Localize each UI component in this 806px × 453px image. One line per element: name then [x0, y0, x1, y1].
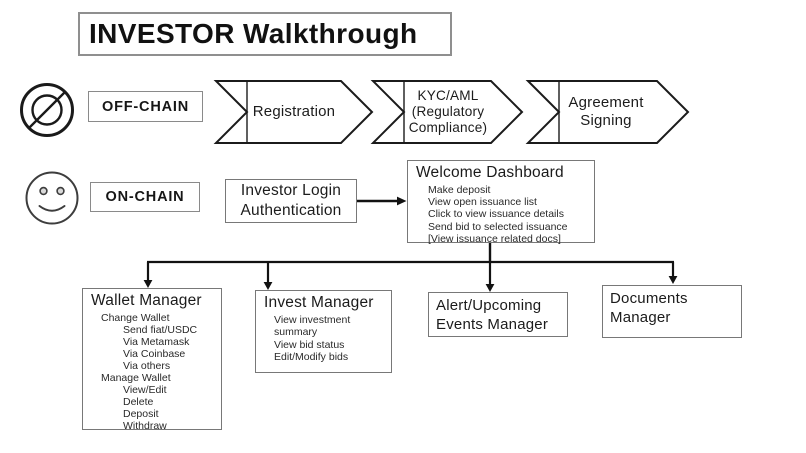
page-title: INVESTOR Walkthrough [89, 18, 418, 49]
list-item: Edit/Modify bids [274, 351, 349, 364]
list-item: Via Coinbase [123, 348, 186, 360]
chevron-label-kyc-aml: KYC/AML (Regulatory Compliance) [408, 87, 488, 136]
invest-manager-items: View investment summary View bid status … [274, 314, 385, 364]
wallet-manager-items: Change Wallet Send fiat/USDC Via Metamas… [89, 312, 215, 432]
chevron-label-agreement-signing: Agreement Signing [568, 94, 644, 129]
list-item: View bid status [274, 338, 345, 351]
wallet-manager-box: Wallet Manager Change Wallet Send fiat/U… [82, 288, 222, 432]
prohibition-icon [20, 83, 74, 137]
wallet-manager-title: Wallet Manager [91, 292, 202, 309]
welcome-dashboard-items: Make deposit View open issuance list Cli… [428, 184, 588, 245]
dashboard-branch-connector [143, 243, 678, 292]
list-item: Send bid to selected issuance [428, 220, 568, 233]
list-item: [View issuance related docs] [428, 232, 561, 245]
chevron-label-registration: Registration [252, 103, 336, 121]
list-item: Change Wallet [101, 312, 170, 324]
list-item: Deposit [123, 408, 159, 420]
investor-login-box: Investor Login Authentication [225, 179, 357, 223]
list-item: Delete [123, 396, 154, 408]
invest-manager-box: Invest Manager View investment summary V… [255, 290, 392, 373]
welcome-dashboard-box: Welcome Dashboard Make deposit View open… [407, 160, 595, 245]
list-item: View investment summary [274, 314, 351, 339]
alert-events-manager-box: Alert/Upcoming Events Manager [428, 292, 568, 337]
list-item: View open issuance list [428, 196, 537, 209]
smiley-face-icon [25, 171, 79, 225]
list-item: View/Edit [123, 384, 167, 396]
list-item: Manage Wallet [101, 372, 171, 384]
list-item: Make deposit [428, 184, 491, 196]
invest-manager-title: Invest Manager [264, 294, 374, 311]
list-item: Click to view issuance details [428, 208, 564, 221]
title-box: INVESTOR Walkthrough [78, 12, 452, 56]
list-item: Send fiat/USDC [123, 324, 198, 336]
welcome-dashboard-title: Welcome Dashboard [416, 164, 564, 181]
list-item: Via others [123, 360, 171, 372]
list-item: Withdraw [123, 420, 167, 432]
lane-label-onchain: ON-CHAIN [90, 182, 200, 212]
offchain-label-text: OFF-CHAIN [102, 98, 189, 115]
onchain-label-text: ON-CHAIN [105, 189, 185, 205]
documents-manager-box: Documents Manager [602, 285, 742, 338]
login-to-dashboard-arrow [357, 196, 407, 206]
lane-label-offchain: OFF-CHAIN [88, 91, 203, 122]
list-item: Via Metamask [123, 336, 190, 348]
